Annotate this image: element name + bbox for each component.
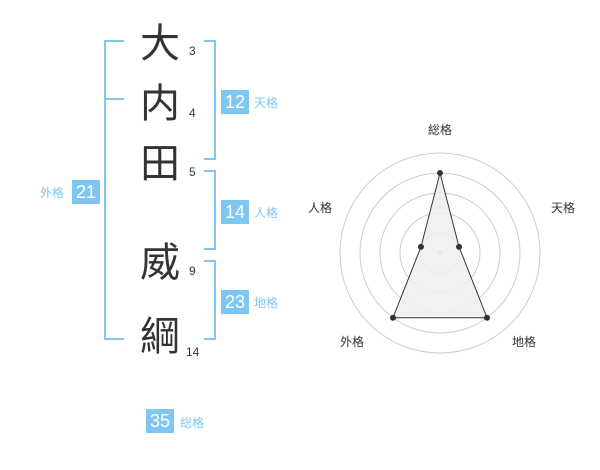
name-char-1: 大 — [140, 21, 180, 67]
radar-axis-label-gaikaku: 外格 — [340, 335, 365, 349]
stroke-count-3: 5 — [189, 165, 196, 179]
radar-axis-label-soukaku: 総格 — [428, 123, 453, 137]
jinkaku-label: 人格 — [254, 206, 279, 220]
tenkaku-bracket — [204, 40, 216, 160]
stroke-count-2: 4 — [189, 106, 196, 120]
radar-ring — [339, 152, 541, 354]
gaikaku-bracket-divider — [104, 98, 124, 100]
soukaku-label: 総格 — [180, 416, 205, 430]
radar-point-2 — [456, 243, 463, 250]
name-char-4: 威 — [140, 240, 180, 286]
name-char-3: 田 — [140, 141, 180, 187]
radar-series-shape — [392, 172, 488, 319]
chikaku-value-box: 23 — [221, 290, 249, 314]
gaikaku-value-box: 21 — [72, 180, 100, 204]
tenkaku-label: 天格 — [254, 96, 279, 110]
radar-point-1 — [437, 170, 443, 176]
tenkaku-value-box: 12 — [221, 90, 249, 114]
stroke-count-5: 14 — [186, 345, 200, 359]
name-char-5: 綱 — [140, 314, 180, 360]
radar-axis-label-jinkaku: 人格 — [308, 201, 333, 215]
radar-axis-label-tenkaku: 天格 — [551, 201, 576, 215]
chikaku-bracket — [204, 260, 216, 340]
radar-point-4 — [389, 314, 396, 321]
stroke-count-1: 3 — [189, 44, 196, 58]
soukaku-value-box: 35 — [146, 409, 174, 433]
jinkaku-bracket — [204, 170, 216, 250]
radar-point-3 — [484, 314, 491, 321]
gaikaku-bracket — [104, 40, 124, 340]
name-char-2: 内 — [140, 81, 180, 127]
stroke-count-4: 9 — [189, 264, 196, 278]
jinkaku-value-box: 14 — [221, 200, 249, 224]
gaikaku-label: 外格 — [40, 186, 65, 200]
radar-axis-label-chikaku: 地格 — [512, 335, 537, 349]
chikaku-label: 地格 — [254, 296, 279, 310]
radar-point-5 — [417, 243, 424, 250]
